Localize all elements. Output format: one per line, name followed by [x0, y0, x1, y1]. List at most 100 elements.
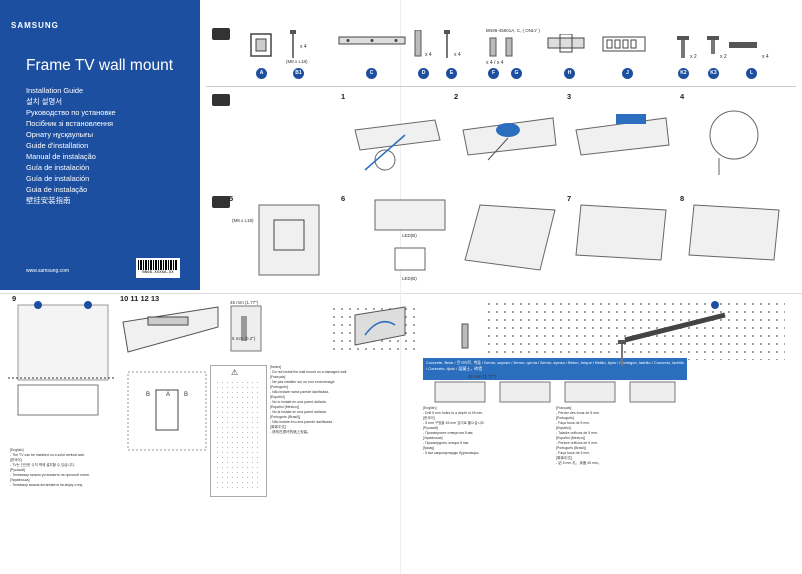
- subtitle: Guía de instalación: [26, 163, 90, 172]
- label-b: B: [146, 392, 151, 398]
- step-7-illustration: [575, 204, 667, 261]
- step-6-illustration: [374, 199, 446, 271]
- step-number: 10 11 12 13: [120, 294, 160, 303]
- anchor-icon: [461, 323, 469, 349]
- part-badge-k3: K3: [708, 68, 719, 79]
- ab-diagram: [127, 371, 207, 451]
- manual-book-icon: [212, 196, 230, 208]
- step-1-illustration: [354, 119, 441, 171]
- instruction-text-mid: [Notes] - Do not install the wall mount …: [270, 365, 348, 434]
- page-title: Frame TV wall mount: [26, 57, 174, 74]
- part-badge-g: G: [511, 68, 522, 79]
- part-qty: x 4 / x 4: [486, 60, 504, 66]
- warning-icon: ⚠: [231, 368, 239, 377]
- subtitle: Guia de instalação: [26, 185, 88, 194]
- manual-book-icon: [212, 28, 230, 40]
- step-number: 6: [341, 194, 346, 203]
- parts-list: A x 4 (M8 x L18) B1 C x 4 D x 4 E BN96-4…: [206, 20, 796, 87]
- drill-steps-diagram: [434, 381, 676, 403]
- tv-rotate-diagram: [354, 306, 406, 346]
- pegboard-wall: [485, 300, 785, 360]
- screw-note: (M8 x L18): [232, 218, 254, 223]
- led-label: LED(B): [402, 276, 417, 281]
- rail-install-diagram: [624, 301, 726, 343]
- depth-label: 45 mm (1.77"): [468, 374, 497, 379]
- part-badge-e: E: [446, 68, 457, 79]
- wall-type-text: Concrete, Brick / 콘크리트, 벽돌 / Бетон, кирп…: [426, 360, 684, 371]
- subtitle: Guía de instalación: [26, 174, 90, 183]
- wall-type-header: Concrete, Brick / 콘크리트, 벽돌 / Бетон, кирп…: [423, 358, 687, 380]
- part-qty: x 4: [762, 54, 769, 60]
- step-3-illustration: [575, 114, 670, 156]
- instruction-text-right-b: [Français] - Percez des trous de 5 mm. […: [556, 406, 602, 465]
- brand-logo: SAMSUNG: [11, 21, 59, 30]
- step-number: 3: [567, 92, 572, 101]
- cover-panel: SAMSUNG Frame TV wall mount Installation…: [0, 0, 200, 290]
- part-qty: x 2: [720, 54, 727, 60]
- wall-anchor-icon: [414, 30, 422, 57]
- part-qty: x 4: [454, 52, 461, 58]
- part-badge-k2: K2: [678, 68, 689, 79]
- step-number: 2: [454, 92, 459, 101]
- step-9-illustration: [8, 301, 116, 416]
- part-note: (M8 x L18): [286, 59, 308, 64]
- part-badge-b1: B1: [293, 68, 304, 79]
- drill-depth-diagram: [230, 305, 262, 352]
- diameter-label: 5 mm (0.2"): [232, 336, 256, 341]
- step-number: 4: [680, 92, 685, 101]
- tv-bracket-icon: [547, 34, 585, 53]
- warning-box: ⚠: [210, 365, 267, 497]
- subtitle: Installation Guide: [26, 86, 84, 95]
- step-2-illustration: [462, 117, 557, 161]
- fold-line: [0, 293, 802, 294]
- subtitle: Руководство по установке: [26, 108, 116, 117]
- part-qty: x 4: [300, 44, 307, 50]
- depth-label: 45 mm (1.77"): [230, 300, 259, 305]
- part-badge-d: D: [418, 68, 429, 79]
- fold-line: [400, 0, 401, 574]
- part-badge-l: L: [746, 68, 757, 79]
- subtitle: Guide d'installation: [26, 141, 89, 150]
- subtitle-list: Installation Guide 설치 설명서 Руководство по…: [26, 85, 116, 206]
- step-4-illustration: [709, 110, 759, 175]
- website-link[interactable]: www.samsung.com: [26, 268, 70, 274]
- barcode-text: BN68-XXXXA-XX: [142, 271, 174, 275]
- part-qty: x 4: [425, 52, 432, 58]
- bolt-icon: [677, 36, 689, 58]
- spacer-icon: [489, 37, 513, 57]
- screw-icon: [290, 30, 296, 58]
- part-badge-h: H: [564, 68, 575, 79]
- manual-book-icon: [212, 94, 230, 106]
- part-badge-a: A: [256, 68, 267, 79]
- bolt-icon: [707, 36, 719, 54]
- step-5-illustration: [258, 204, 320, 276]
- model-note: BN96-45601A, C, ( ONLY ): [486, 28, 540, 33]
- step-10-illustration: [122, 306, 219, 353]
- barcode: BN68-XXXXA-XX: [136, 258, 180, 278]
- subtitle: Manual de instalação: [26, 152, 96, 161]
- label-a: A: [166, 392, 171, 398]
- wall-rail-icon: [338, 36, 406, 45]
- step-number: 9: [12, 294, 17, 303]
- label-b: B: [184, 392, 189, 398]
- step-number: 7: [567, 194, 572, 203]
- subtitle: 壁挂安装指南: [26, 196, 71, 205]
- spacer-bar-icon: [729, 42, 757, 48]
- dotted-area: [215, 380, 261, 490]
- part-badge-f: F: [488, 68, 499, 79]
- part-qty: x 2: [690, 54, 697, 60]
- cover-plate-icon: [602, 36, 646, 52]
- barcode-bars: [138, 260, 178, 270]
- instruction-text-right-a: [English] - Drill 5 mm holes to a depth …: [423, 406, 485, 455]
- wall-screw-icon: [444, 30, 450, 58]
- part-badge-c: C: [366, 68, 377, 79]
- subtitle: Орнату нұсқаулығы: [26, 130, 94, 139]
- step-8-illustration: [688, 204, 780, 261]
- step-number: 5: [229, 194, 234, 203]
- wall-bracket-icon: [250, 33, 272, 57]
- instruction-text-left: [English] - The TV can be installed on a…: [10, 448, 91, 487]
- part-badge-j: J: [622, 68, 633, 79]
- screw-icon: [618, 340, 626, 366]
- subtitle: Посібник зі встановлення: [26, 119, 114, 128]
- led-label: LED(B): [402, 233, 417, 238]
